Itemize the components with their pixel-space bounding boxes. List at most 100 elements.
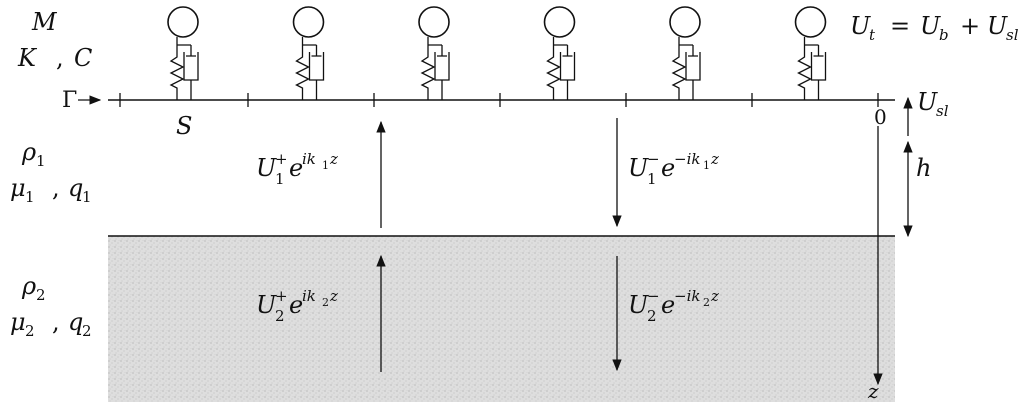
svg-text:z: z — [710, 150, 719, 168]
surface-line — [108, 93, 895, 107]
dashpot — [559, 45, 576, 100]
dashpot — [308, 45, 325, 100]
svg-text:e: e — [289, 154, 303, 182]
spring — [295, 52, 310, 100]
oscillator — [543, 6, 576, 100]
lower-layer-fill — [108, 236, 895, 402]
svg-text:sl: sl — [936, 102, 949, 120]
layer2-downgoing-wave: U 2 − e −ik 2 z — [612, 256, 719, 372]
depth-axis: z — [867, 126, 883, 402]
spring — [671, 52, 687, 100]
mass-circle — [794, 6, 827, 38]
svg-text:μ: μ — [10, 308, 26, 336]
svg-text:U: U — [850, 12, 871, 40]
mass-circle — [543, 6, 576, 38]
total-displacement-equation: U t = U b + U sl — [850, 12, 1019, 44]
svg-text:U: U — [256, 154, 277, 182]
svg-text:U: U — [628, 154, 649, 182]
svg-text:z: z — [329, 150, 338, 168]
layer2-upgoing-wave: U 2 + e ik 2 z — [256, 254, 386, 372]
stiffness-label: K — [17, 44, 38, 72]
origin-label: 0 — [874, 105, 887, 129]
svg-text:1: 1 — [647, 170, 657, 188]
layer1-properties: ρ 1 μ 1 , q 1 — [10, 138, 92, 206]
svg-text:e: e — [289, 291, 303, 319]
spring — [169, 52, 185, 100]
spacing-label: S — [176, 112, 192, 140]
svg-text:e: e — [661, 154, 675, 182]
svg-text:U: U — [987, 12, 1008, 40]
comma-label: , — [56, 44, 64, 72]
svg-text:−ik: −ik — [674, 287, 700, 305]
svg-text:−ik: −ik — [674, 150, 700, 168]
gamma-label: Γ — [62, 88, 102, 113]
svg-text:t: t — [869, 26, 876, 44]
svg-text:1: 1 — [703, 159, 710, 172]
svg-text:q: q — [68, 174, 83, 202]
oscillator — [418, 6, 450, 100]
svg-text:U: U — [917, 88, 938, 116]
svg-text:b: b — [939, 26, 949, 44]
svg-text:U: U — [256, 291, 277, 319]
spring — [797, 52, 812, 100]
svg-text:z: z — [329, 287, 338, 305]
svg-text:,: , — [52, 308, 60, 336]
svg-text:ρ: ρ — [21, 272, 36, 300]
oscillator — [669, 6, 701, 100]
svg-text:,: , — [52, 174, 60, 202]
layer2-properties: ρ 2 μ 2 , q 2 — [10, 272, 92, 340]
svg-text:Γ: Γ — [62, 88, 77, 113]
mass-label: M — [31, 8, 58, 36]
svg-text:h: h — [916, 154, 931, 182]
svg-text:−: − — [647, 150, 660, 168]
spring — [546, 52, 561, 100]
oscillator — [167, 6, 199, 100]
mass-circle — [418, 6, 450, 38]
thickness-arrow: h — [903, 140, 931, 238]
svg-text:U: U — [920, 12, 941, 40]
usl-arrow: U sl — [903, 88, 949, 136]
svg-text:ρ: ρ — [21, 138, 36, 166]
svg-text:1: 1 — [322, 159, 329, 172]
svg-text:1: 1 — [82, 188, 92, 206]
oscillator — [292, 6, 325, 100]
svg-text:2: 2 — [703, 296, 710, 309]
layer1-downgoing-wave: U 1 − e −ik 1 z — [612, 118, 719, 228]
dashpot — [434, 45, 450, 100]
svg-text:+: + — [960, 12, 980, 40]
layer1-upgoing-wave: U 1 + e ik 1 z — [256, 120, 386, 228]
svg-text:1: 1 — [25, 188, 35, 206]
svg-text:+: + — [275, 287, 288, 305]
svg-text:z: z — [710, 287, 719, 305]
svg-text:q: q — [68, 308, 83, 336]
svg-text:2: 2 — [25, 322, 35, 340]
mass-circle — [167, 6, 199, 38]
oscillator-group — [167, 6, 827, 100]
damping-label: C — [74, 44, 92, 72]
svg-text:ik: ik — [302, 150, 316, 168]
spring — [420, 52, 436, 100]
mass-circle — [669, 6, 701, 38]
dashpot — [183, 45, 199, 100]
svg-text:2: 2 — [82, 322, 92, 340]
oscillator — [794, 6, 827, 100]
svg-text:2: 2 — [36, 286, 46, 304]
svg-text:=: = — [890, 12, 910, 40]
svg-text:ik: ik — [302, 287, 316, 305]
svg-text:e: e — [661, 291, 675, 319]
svg-text:2: 2 — [275, 307, 285, 325]
dashpot — [685, 45, 701, 100]
svg-text:U: U — [628, 291, 649, 319]
svg-text:2: 2 — [322, 296, 329, 309]
svg-text:z: z — [867, 379, 879, 402]
svg-text:1: 1 — [36, 152, 46, 170]
svg-text:+: + — [275, 150, 288, 168]
svg-text:μ: μ — [10, 174, 26, 202]
svg-text:−: − — [647, 287, 660, 305]
mass-circle — [292, 6, 325, 38]
svg-text:sl: sl — [1006, 26, 1019, 44]
dashpot — [810, 45, 827, 100]
svg-text:1: 1 — [275, 170, 285, 188]
svg-text:2: 2 — [647, 307, 657, 325]
